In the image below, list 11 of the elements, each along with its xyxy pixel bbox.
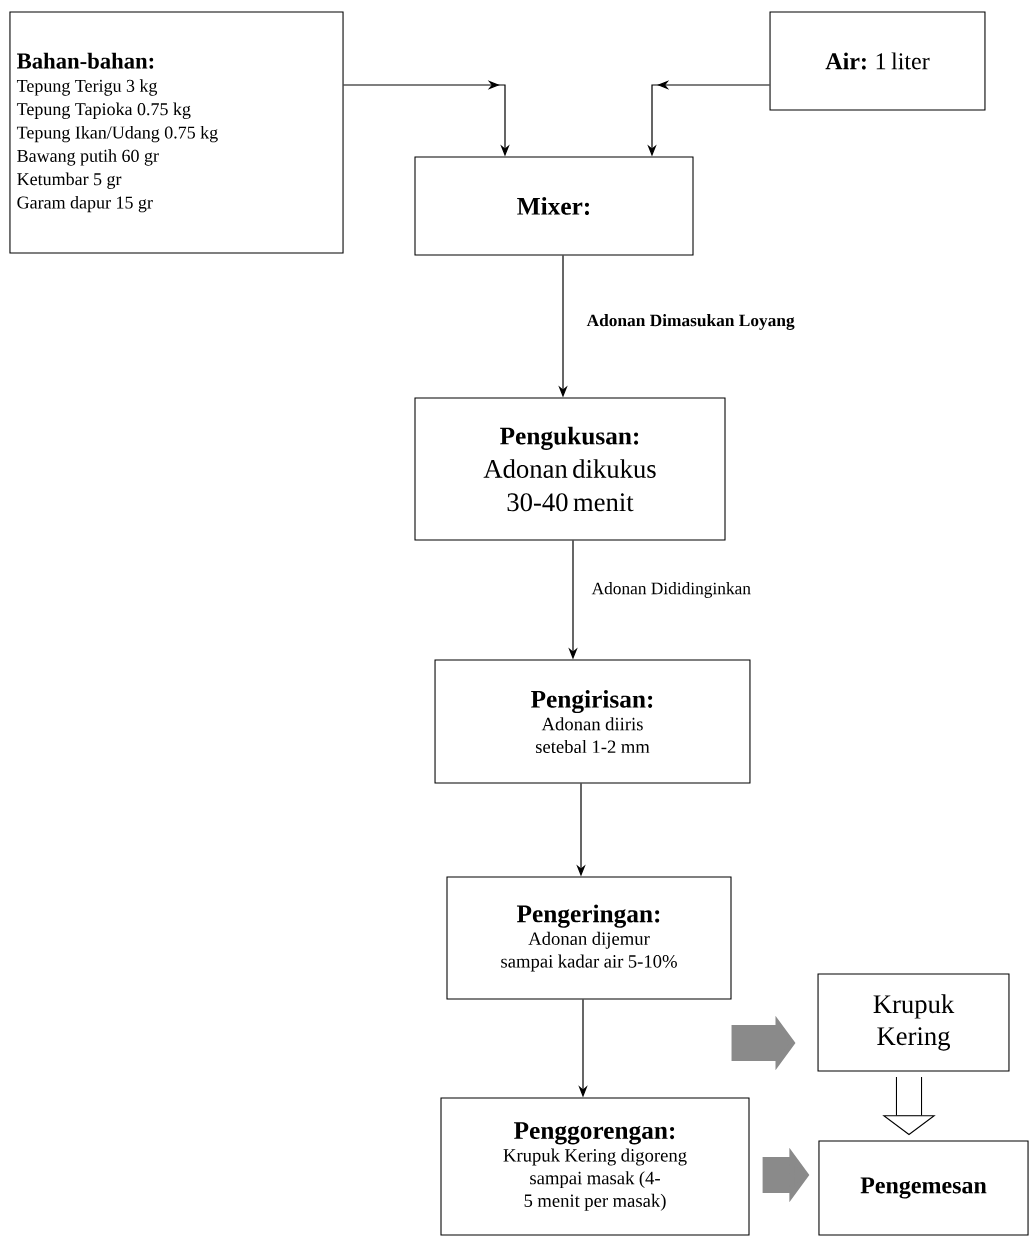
packaging-box: Pengemesan <box>818 1140 1029 1236</box>
ingredients-box: Bahan-bahan: Tepung Terigu 3 kg Tepung Tapioka 0.75 kg Tepung Ikan/Udang 0.75 kg Bawang putih 60 gr Ketumbar 5 gr Garam dapur 15 gr <box>9 11 344 254</box>
product-box: Krupuk Kering <box>817 973 1010 1072</box>
process-box: Pengukusan: Adonan dikukus 30-40 menit <box>414 397 726 541</box>
process-box: Pengirisan: Adonan diiris setebal 1-2 mm <box>434 659 751 784</box>
process-box: Penggorengan: Krupuk Kering digoreng sampai masak (4-5 menit per masak) <box>440 1097 750 1236</box>
edge-label: Adonan Dididinginkan <box>590 580 753 600</box>
process-box: Mixer: <box>414 156 694 256</box>
edge-label: Adonan Dimasukan Loyang <box>585 312 796 332</box>
process-box: Pengeringan: Adonan dijemur sampai kadar air 5-10% <box>446 876 732 1000</box>
input-box: Air: 1 liter <box>769 11 986 111</box>
